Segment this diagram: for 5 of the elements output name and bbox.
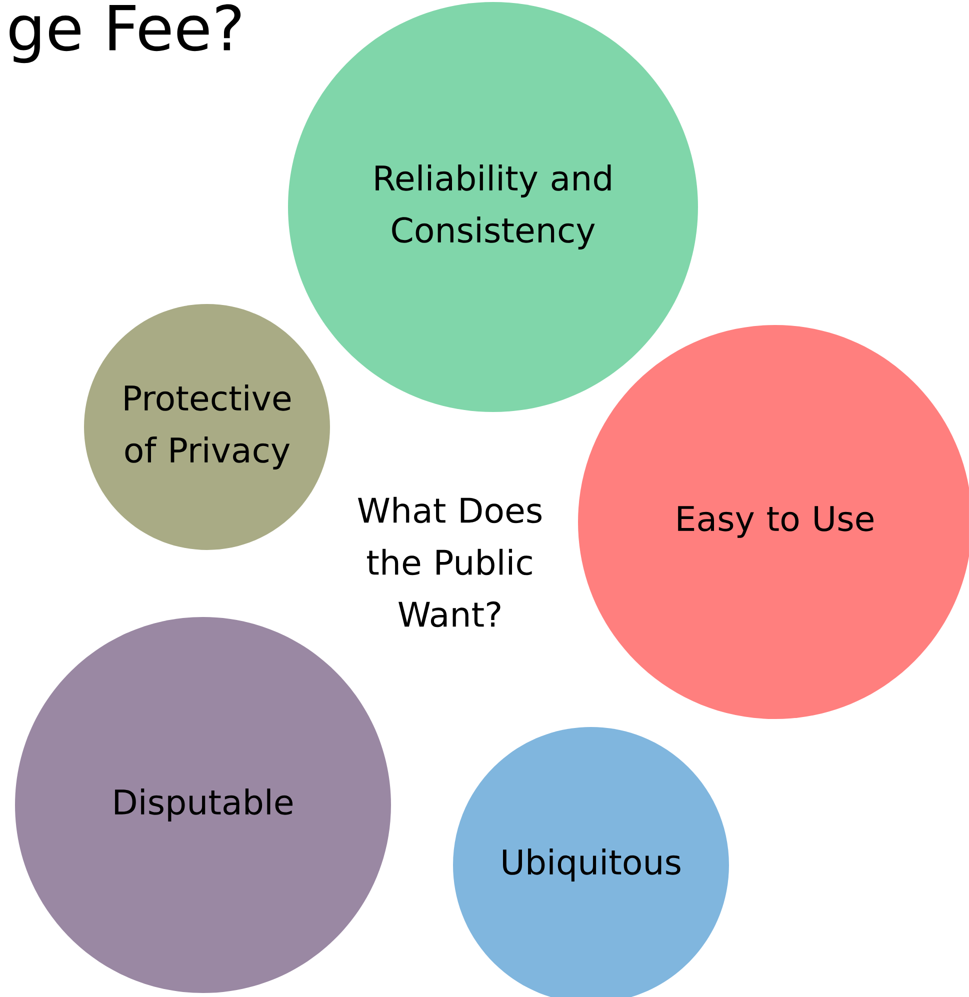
title: ge Fee?: [10, 4, 241, 64]
bubble: Ubiquitous: [453, 727, 729, 997]
bubble: Easy to Use: [578, 325, 969, 719]
bubble: Protective of Privacy: [84, 304, 330, 550]
bubble: Disputable: [15, 617, 391, 993]
